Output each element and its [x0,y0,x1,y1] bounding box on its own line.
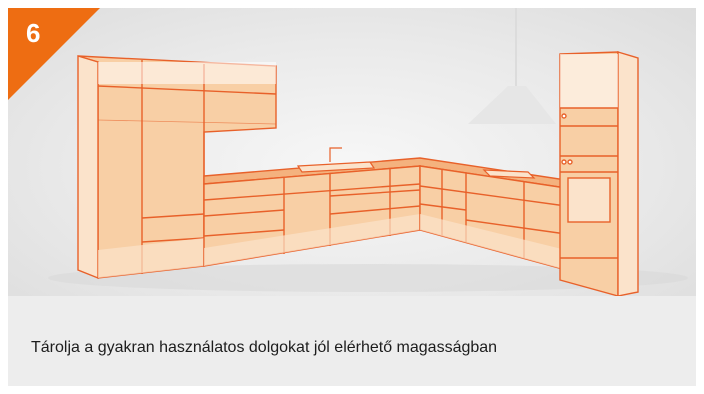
caption-area [8,296,696,386]
sink [296,147,376,173]
step-number: 6 [26,18,41,48]
base-cabinets-right [419,165,567,271]
step-card: 6 [8,8,696,386]
kitchen-illustration [8,8,696,296]
range-hood [468,8,556,124]
cooktop [482,169,536,179]
kitchen-drawing [48,8,688,296]
tall-oven-unit [559,51,639,296]
caption-text: Tárolja a gyakran használatos dolgokat j… [31,339,498,356]
step-badge [8,8,100,100]
base-cabinets-left [203,165,421,267]
left-cabinet-unit [77,55,277,280]
